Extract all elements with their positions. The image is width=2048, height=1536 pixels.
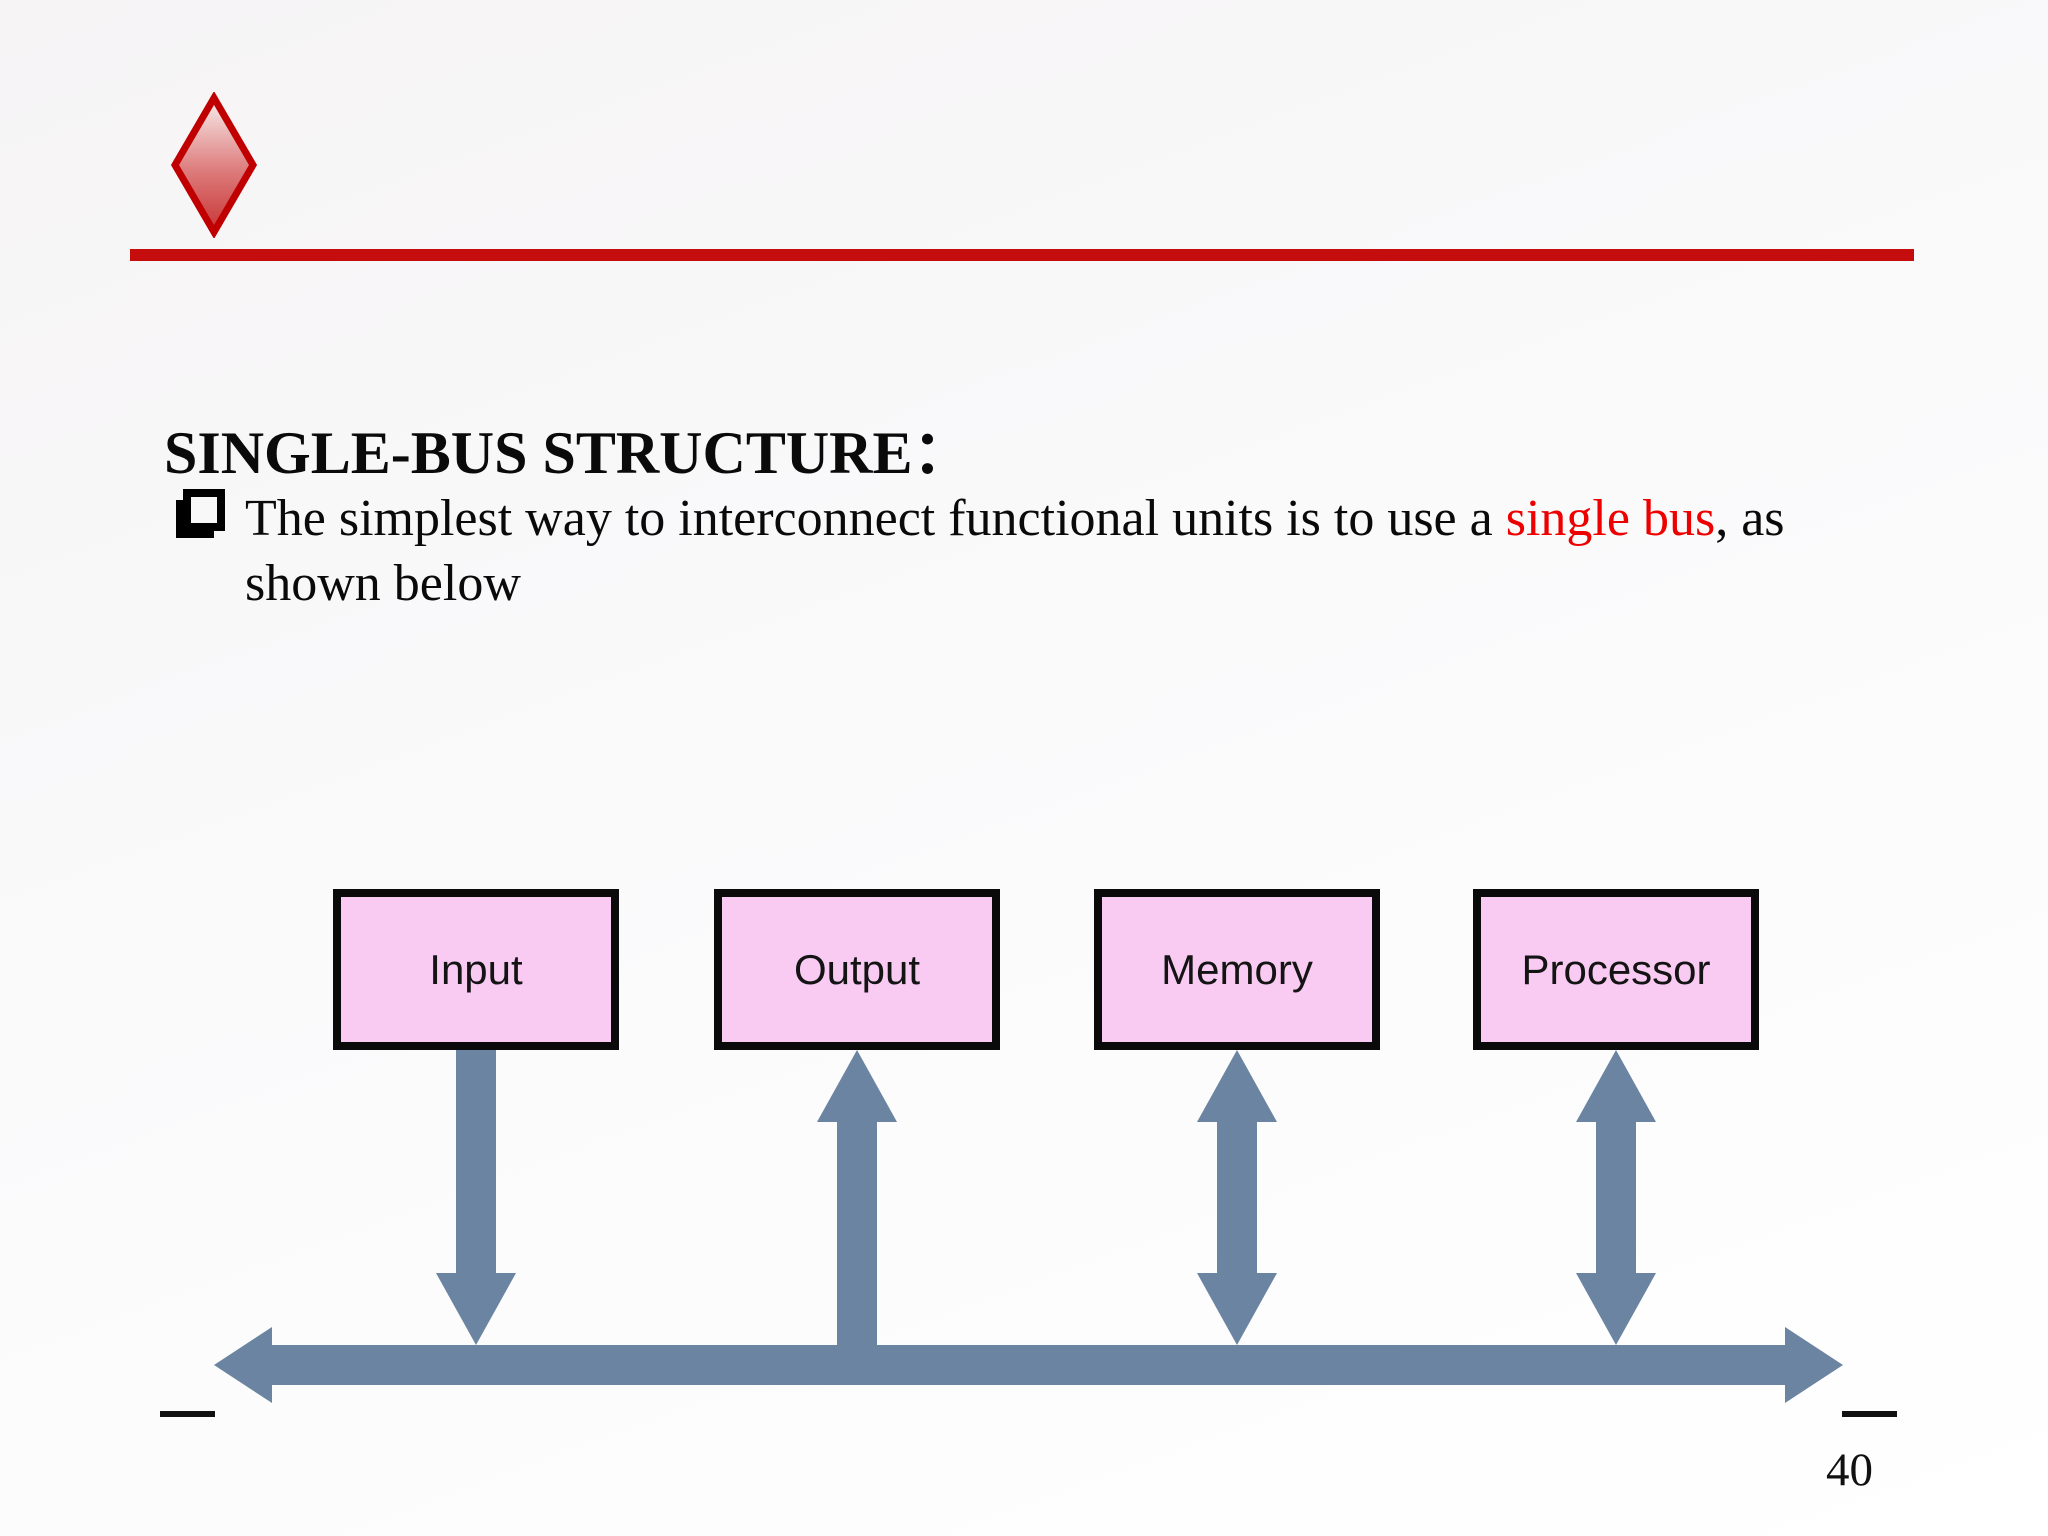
- bullet-text-after: , as shown below: [245, 490, 1785, 612]
- arrowhead-down-icon: [1197, 1273, 1277, 1345]
- arrowhead-left-icon: [214, 1327, 272, 1403]
- page-number: 40: [1826, 1444, 1873, 1496]
- arrowhead-down-icon: [436, 1273, 516, 1345]
- arrowhead-up-icon: [817, 1050, 897, 1122]
- unit-label: Memory: [1161, 945, 1313, 993]
- slide-title: SINGLE-BUS STRUCTURE：: [164, 420, 973, 486]
- footer-dash-right: [1842, 1411, 1897, 1417]
- unit-label: Processor: [1521, 945, 1711, 993]
- bus-shaft: [268, 1345, 1789, 1385]
- bullet-text: The simplest way to interconnect functio…: [245, 486, 1825, 616]
- unit-box-memory: Memory: [1094, 889, 1380, 1050]
- unit-box-input: Input: [333, 889, 619, 1050]
- memory-bus-bidirectional-arrow-icon: [1197, 1050, 1277, 1345]
- bullet-text-highlight: single bus: [1505, 490, 1716, 547]
- processor-bus-bidirectional-arrow-icon: [1576, 1050, 1656, 1345]
- unit-box-processor: Processor: [1473, 889, 1759, 1050]
- arrow-shaft: [837, 1120, 877, 1385]
- single-bus-arrow: [214, 1327, 1843, 1403]
- arrow-shaft: [456, 1050, 496, 1276]
- footer-dash-left: [160, 1411, 215, 1417]
- bullet-text-before: The simplest way to interconnect functio…: [245, 490, 1506, 547]
- arrowhead-up-icon: [1576, 1050, 1656, 1122]
- unit-label: Output: [793, 945, 921, 993]
- diamond-icon: [169, 91, 259, 239]
- header-divider-rule: [130, 249, 1914, 261]
- unit-label: Input: [429, 945, 523, 993]
- unit-box-output: Output: [714, 889, 1000, 1050]
- input-to-bus-arrow-icon: [436, 1050, 516, 1345]
- arrow-shaft: [1596, 1120, 1636, 1275]
- arrow-shaft: [1217, 1120, 1257, 1275]
- arrowhead-down-icon: [1576, 1273, 1656, 1345]
- arrowhead-right-icon: [1785, 1327, 1843, 1403]
- arrowhead-up-icon: [1197, 1050, 1277, 1122]
- checkbox-square-icon: [183, 489, 225, 531]
- bus-to-output-arrow-icon: [817, 1050, 897, 1385]
